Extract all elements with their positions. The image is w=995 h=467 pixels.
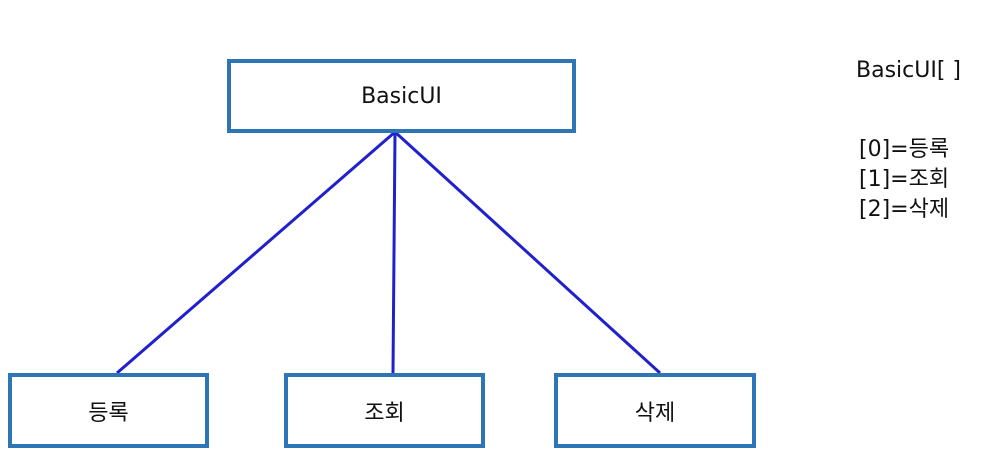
node-delete: 삭제: [554, 373, 756, 448]
connector-root-to-search: [391, 131, 397, 374]
node-search: 조회: [284, 373, 485, 448]
side-panel-item-0: [0]=등록: [859, 137, 950, 162]
node-register-label: 등록: [88, 400, 129, 426]
node-delete-label: 삭제: [634, 400, 676, 426]
side-panel-items: [0]=등록 [1]=조회 [2]=삭제: [859, 135, 949, 225]
node-basicui-label: BasicUI: [361, 83, 442, 109]
side-panel-item-1: [1]=조회: [859, 167, 950, 192]
node-register: 등록: [8, 373, 209, 448]
node-basicui: BasicUI: [227, 59, 576, 133]
connector-root-to-register: [116, 130, 396, 375]
side-panel-title: BasicUI[ ]: [856, 58, 961, 83]
side-panel-item-2: [2]=삭제: [859, 197, 950, 222]
connector-root-to-delete: [393, 130, 662, 375]
node-search-label: 조회: [364, 400, 405, 426]
